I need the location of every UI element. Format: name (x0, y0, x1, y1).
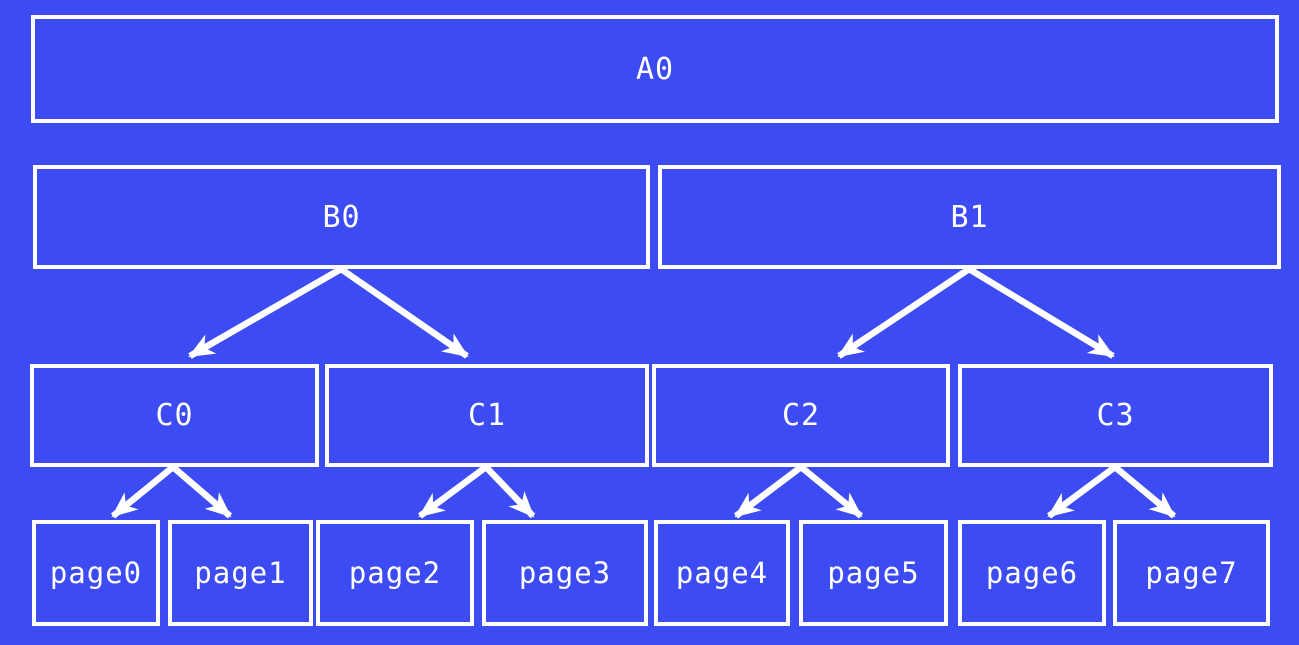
node-c0: C0 (30, 364, 319, 467)
node-b1: B1 (658, 165, 1281, 269)
node-c3: C3 (958, 364, 1273, 467)
edge-c1-page3 (483, 464, 536, 519)
edge-b1-c3 (967, 266, 1115, 359)
edge-c2-page4 (734, 464, 803, 519)
node-page7: page7 (1113, 520, 1270, 626)
edge-c1-page2 (418, 464, 488, 519)
edge-c3-page7 (1112, 464, 1177, 519)
edge-b1-c2 (837, 266, 971, 359)
node-page1: page1 (168, 520, 313, 626)
edge-c3-page6 (1047, 464, 1117, 519)
node-b0: B0 (33, 165, 650, 269)
edge-c0-page0 (110, 464, 176, 519)
node-page4: page4 (654, 520, 790, 626)
node-page6: page6 (958, 520, 1106, 626)
edge-b0-c0 (188, 266, 343, 359)
edge-b0-c1 (339, 266, 469, 359)
node-c1: C1 (325, 364, 649, 467)
node-page5: page5 (799, 520, 948, 626)
node-page3: page3 (482, 520, 648, 626)
node-c2: C2 (652, 364, 950, 467)
edge-c0-page1 (170, 464, 233, 519)
node-page0: page0 (32, 520, 160, 626)
edge-c2-page5 (798, 464, 864, 519)
node-page2: page2 (316, 520, 474, 626)
node-a0: A0 (31, 15, 1279, 123)
